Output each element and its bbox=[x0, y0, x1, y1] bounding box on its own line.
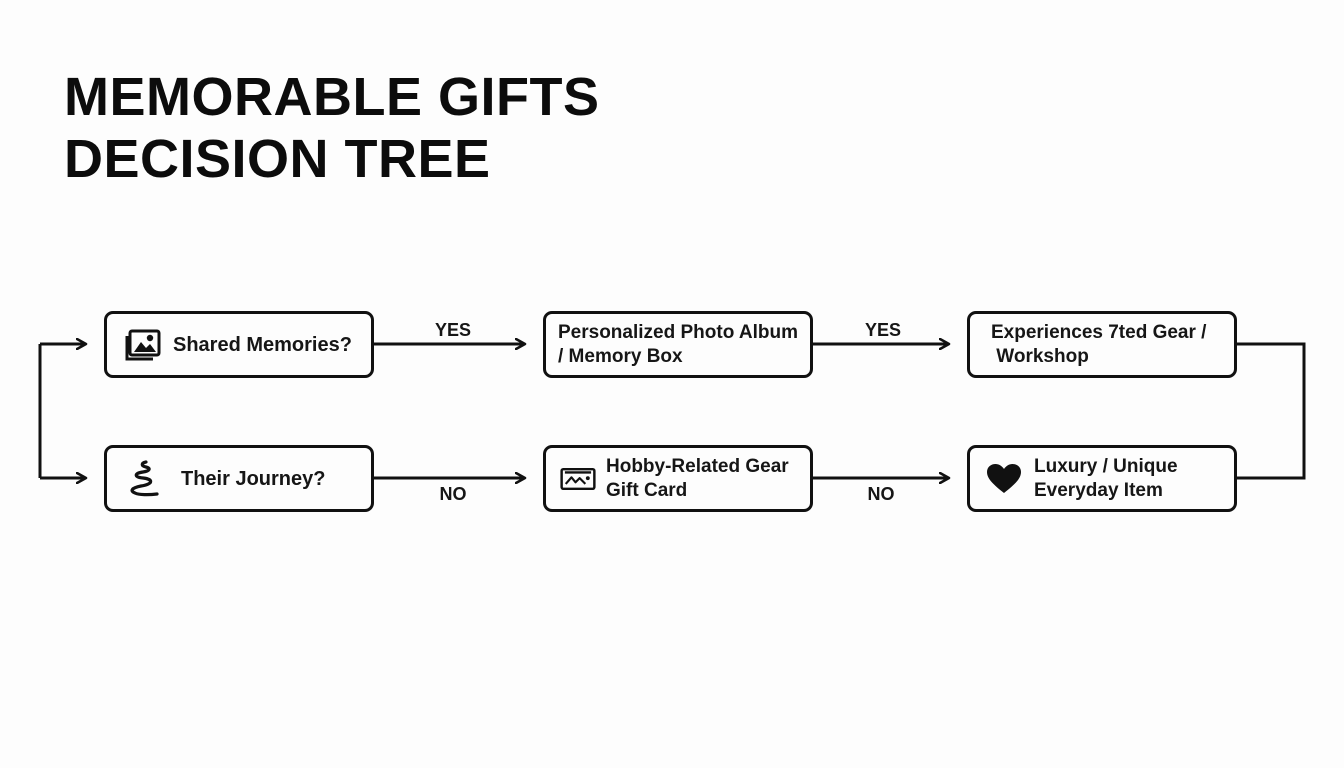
diagram-title: MEMORABLE GIFTS DECISION TREE bbox=[64, 66, 599, 190]
node-personalized-photo-album: Personalized Photo Album / Memory Box bbox=[543, 311, 813, 378]
edge-label-no: NO bbox=[439, 484, 467, 504]
node-label-line-2: Workshop bbox=[991, 345, 1089, 367]
node-label: Their Journey? bbox=[181, 467, 326, 490]
edge-label-no: NO bbox=[867, 484, 895, 504]
node-label: Shared Memories? bbox=[173, 333, 352, 356]
node-label: Hobby-Related Gear Gift Card bbox=[606, 455, 789, 503]
gift-card-icon bbox=[560, 461, 596, 497]
node-label-line-1: Hobby-Related Gear bbox=[606, 455, 789, 477]
node-label-line-1: Luxury / Unique bbox=[1034, 455, 1178, 477]
right-bracket-connector bbox=[1237, 342, 1306, 480]
heart-icon bbox=[986, 461, 1022, 497]
node-experiences-workshop: Experiences 7ted Gear / Workshop bbox=[967, 311, 1237, 378]
node-label-line-1: Experiences 7ted Gear / bbox=[991, 321, 1207, 343]
edge-label-yes: YES bbox=[434, 320, 472, 340]
node-label: Personalized Photo Album / Memory Box bbox=[558, 321, 798, 369]
node-label: Experiences 7ted Gear / Workshop bbox=[991, 321, 1206, 369]
edge-label-yes: YES bbox=[864, 320, 902, 340]
node-label: Luxury / Unique Everyday Item bbox=[1034, 455, 1178, 503]
node-shared-memories: Shared Memories? bbox=[104, 311, 374, 378]
title-line-1: MEMORABLE GIFTS bbox=[64, 67, 600, 127]
node-label-line-2: Gift Card bbox=[606, 479, 688, 501]
photo-gallery-icon bbox=[125, 327, 161, 363]
node-label-line-2: / Memory Box bbox=[558, 345, 683, 367]
title-line-2: DECISION TREE bbox=[64, 129, 491, 189]
node-label-line-2: Everyday Item bbox=[1034, 479, 1163, 501]
node-luxury-unique-item: Luxury / Unique Everyday Item bbox=[967, 445, 1237, 512]
winding-path-icon bbox=[125, 459, 161, 497]
node-their-journey: Their Journey? bbox=[104, 445, 374, 512]
node-hobby-related-gear: Hobby-Related Gear Gift Card bbox=[543, 445, 813, 512]
node-label-line-1: Personalized Photo Album bbox=[558, 321, 798, 343]
